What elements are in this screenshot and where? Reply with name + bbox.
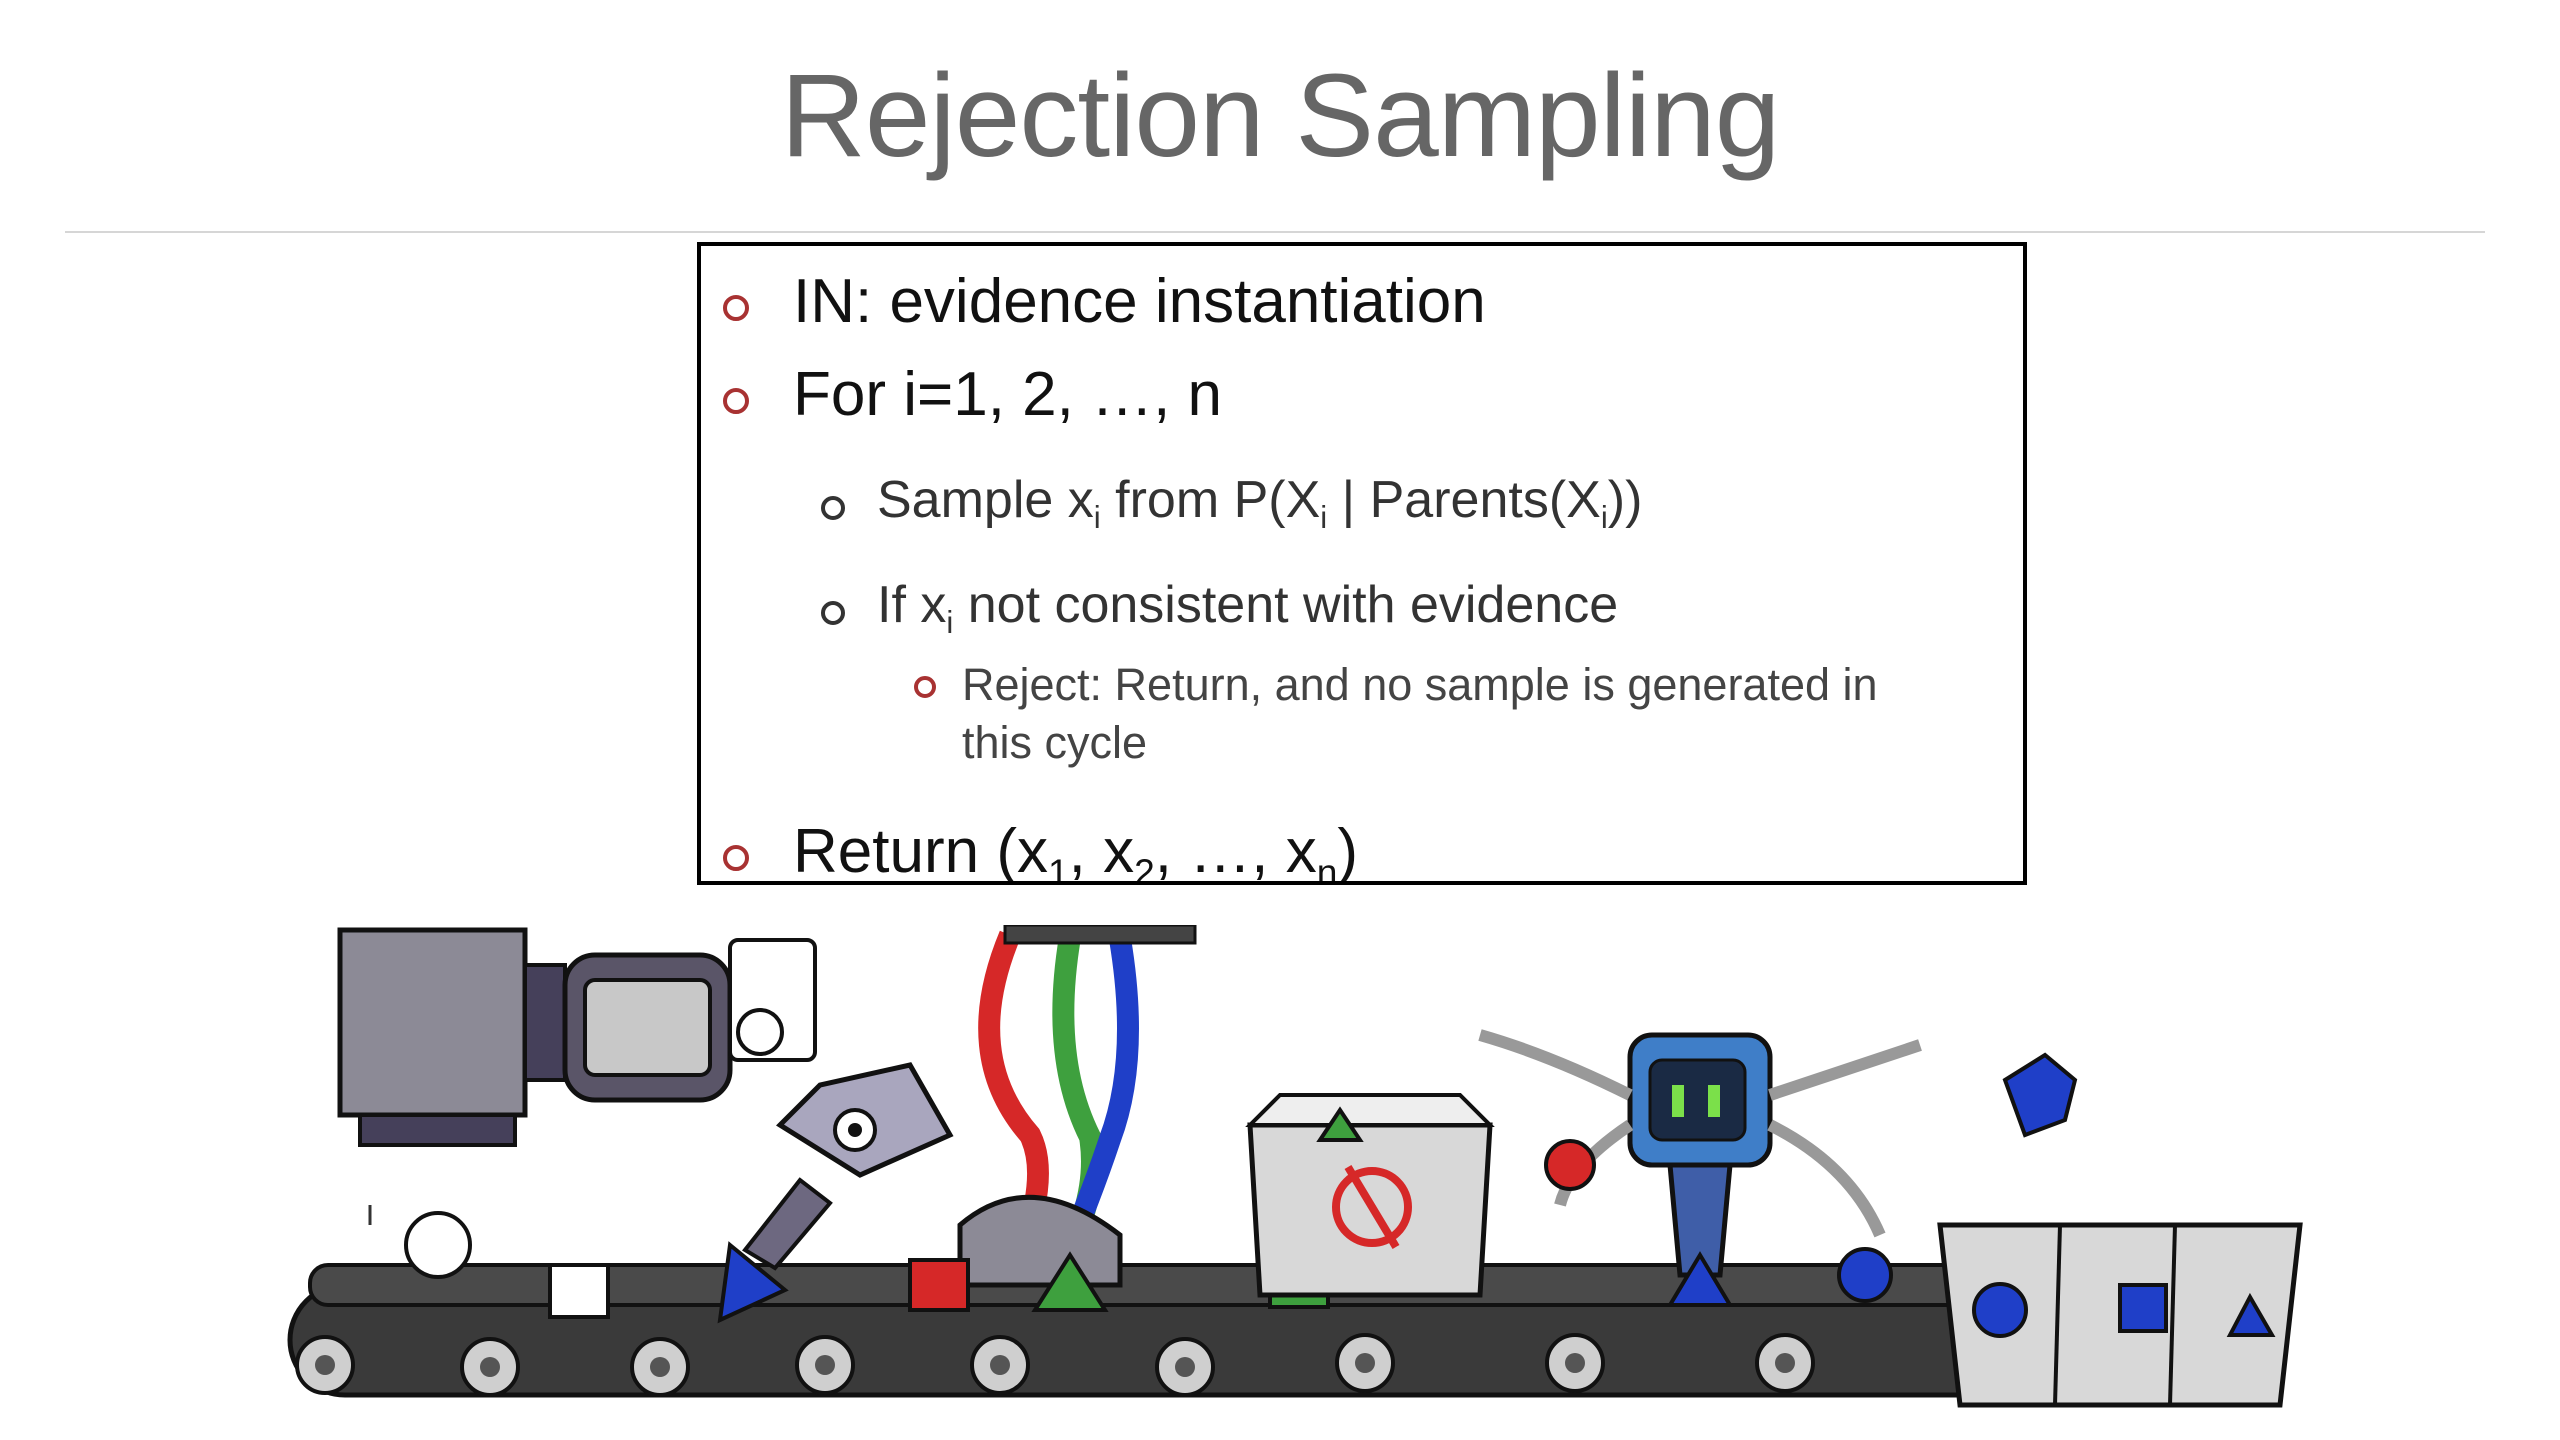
bullet-icon xyxy=(821,496,845,520)
slide-title: Rejection Sampling xyxy=(780,50,1781,182)
algorithm-in-line: IN: evidence instantiation xyxy=(793,267,1486,336)
shape-stamping-machine xyxy=(337,927,817,1319)
bullet-icon xyxy=(914,676,936,698)
sorting-robot xyxy=(1478,1029,2078,1307)
algorithm-sample-line: Sample xi from P(Xi | Parents(Xi)) xyxy=(877,471,1643,535)
title-divider xyxy=(65,231,2485,233)
conveyor-illustration xyxy=(287,925,2303,1408)
painting-robot xyxy=(717,925,1197,1324)
bullet-icon xyxy=(723,295,749,321)
red-cube-icon xyxy=(908,1258,970,1312)
algorithm-return-line: Return (x1, x2, …, xn) xyxy=(793,817,1359,885)
algorithm-box: IN: evidence instantiation For i=1, 2, …… xyxy=(697,242,2027,885)
bullet-icon xyxy=(723,388,749,414)
algorithm-reject-line: Reject: Return, and no sample is generat… xyxy=(962,659,1878,768)
algorithm-if-line: If xi not consistent with evidence xyxy=(877,576,1619,640)
bullet-icon xyxy=(723,845,749,871)
bullet-icon xyxy=(821,601,845,625)
sorted-output-bins xyxy=(1937,1222,2303,1408)
algorithm-for-line: For i=1, 2, …, n xyxy=(793,360,1223,429)
reject-bin xyxy=(1245,1093,1495,1298)
green-pyramid-icon xyxy=(1031,1251,1109,1312)
